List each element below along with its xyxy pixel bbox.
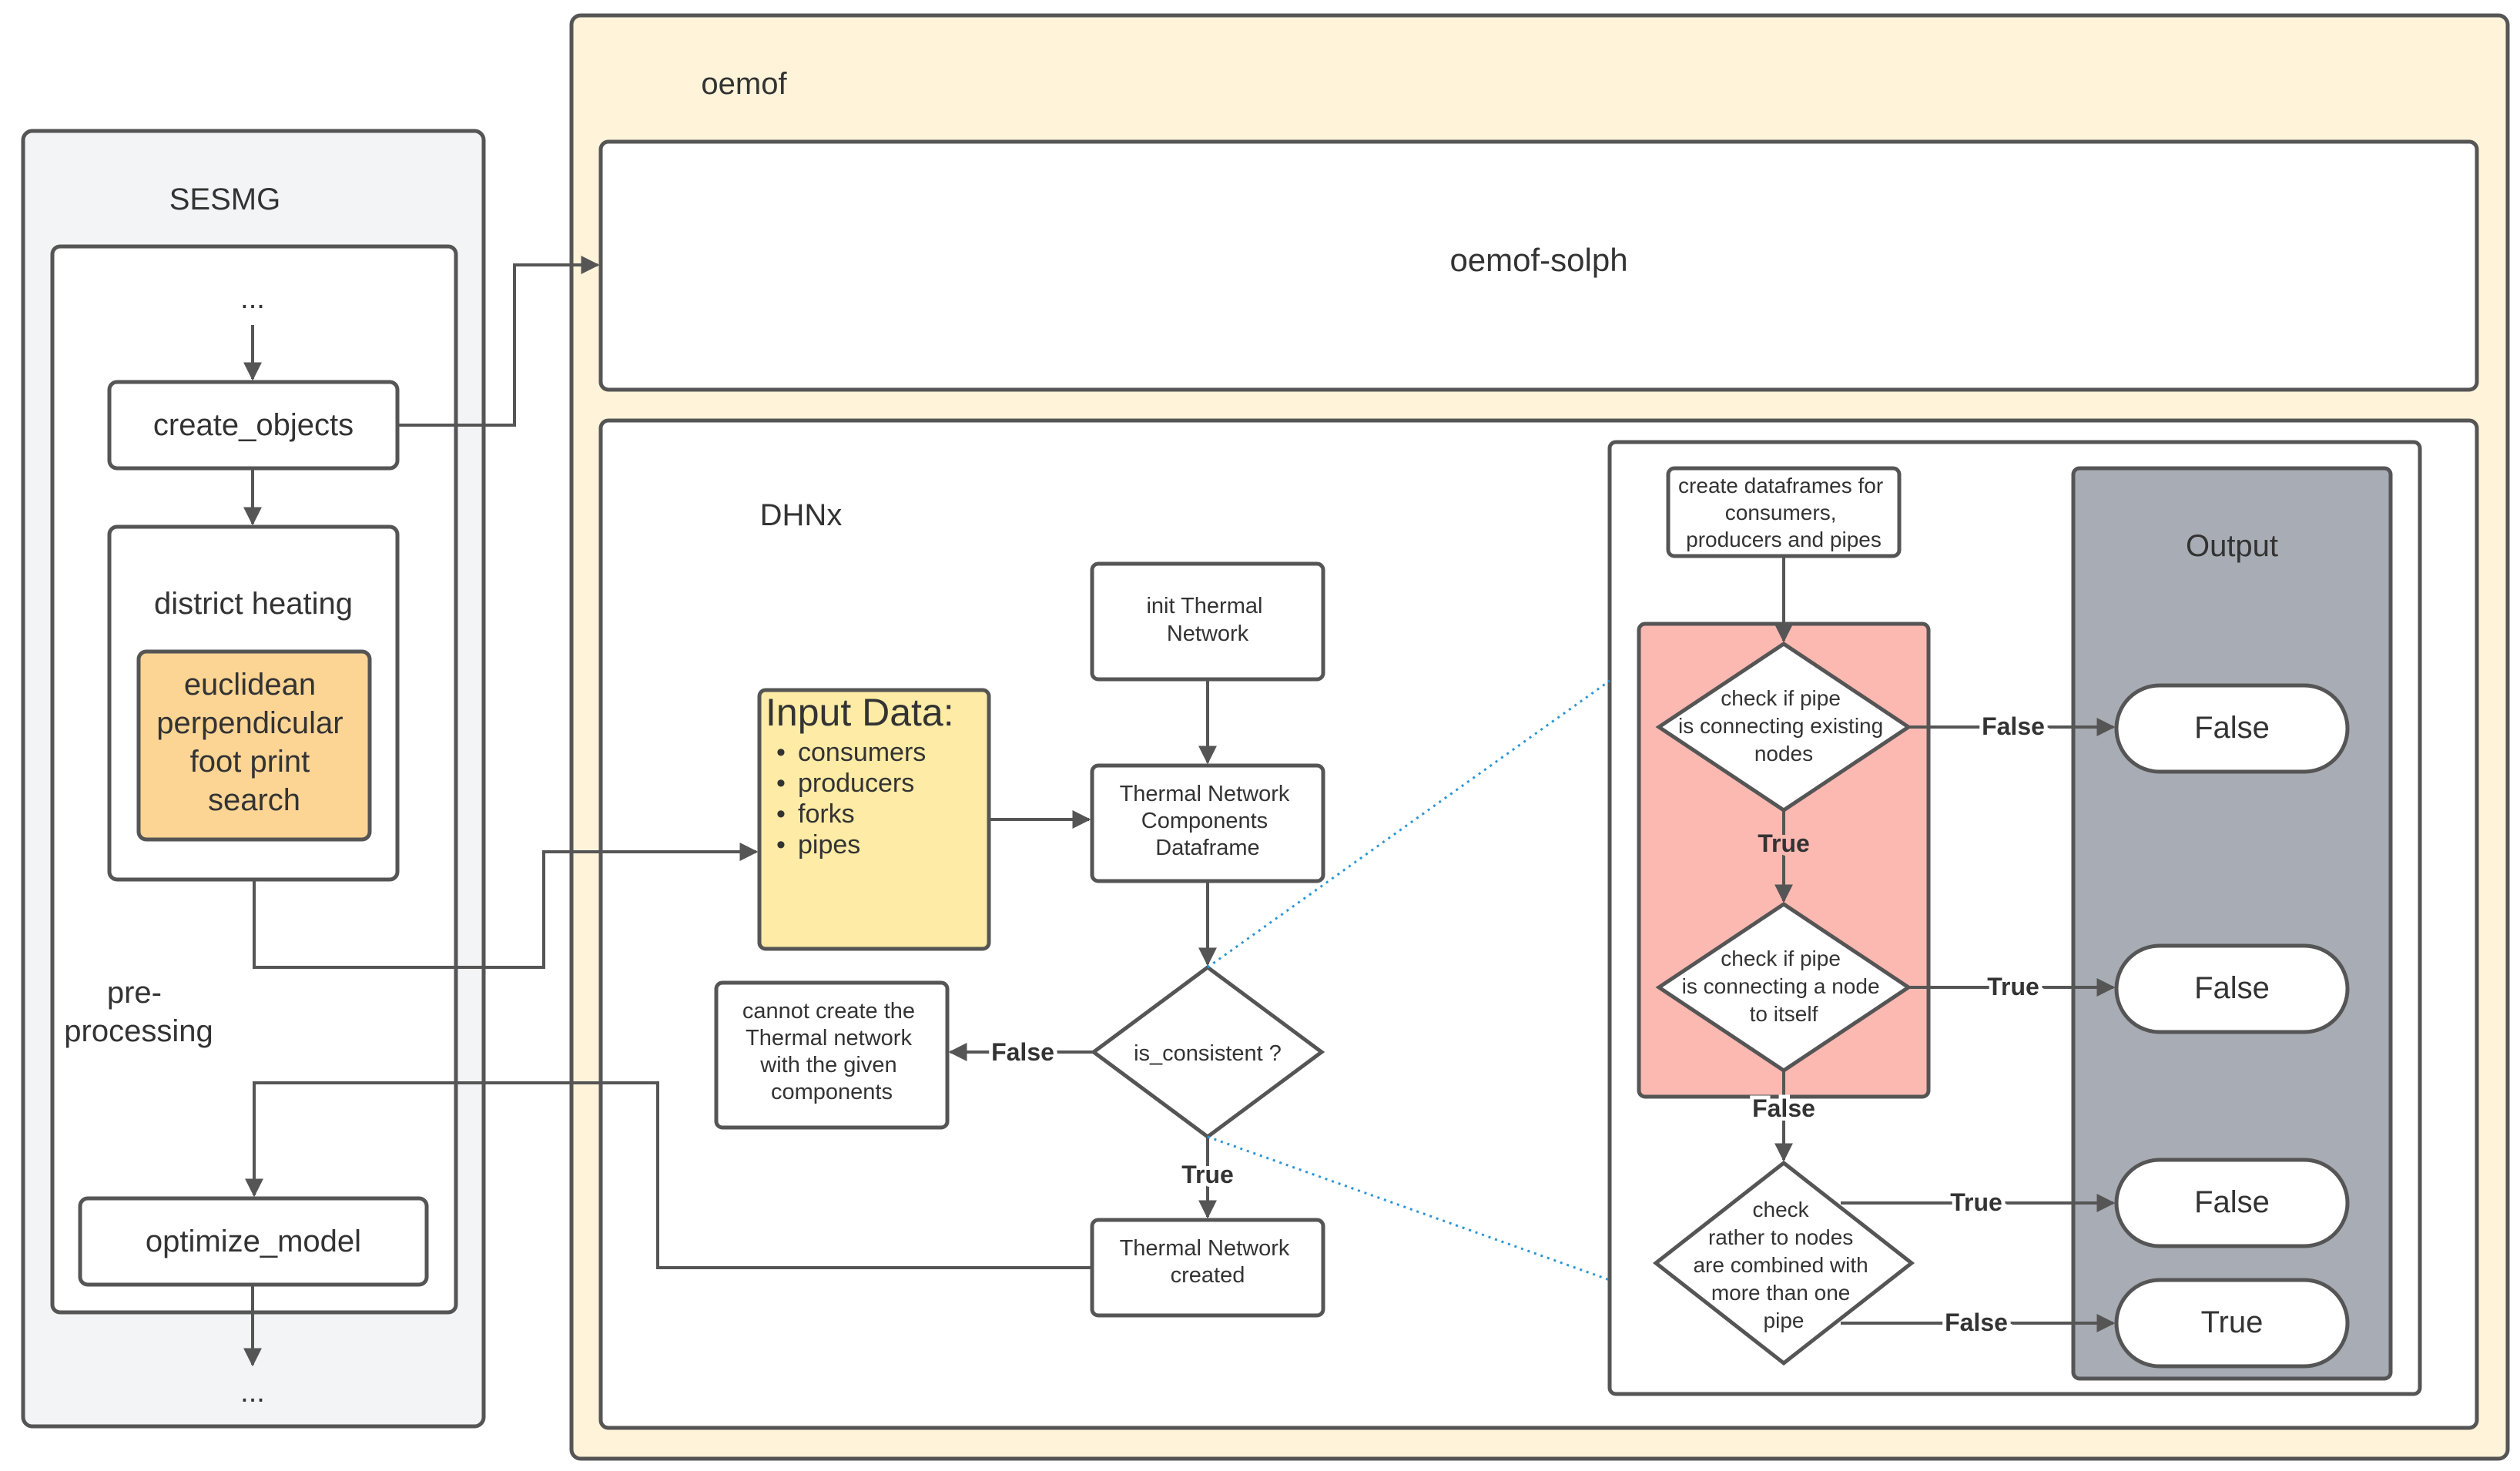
created-line: Thermal Network — [1120, 1236, 1290, 1261]
arrow-created-to-optimize — [245, 1081, 1092, 1269]
arrow-create-to-solph — [397, 256, 600, 427]
district-heating-label: district heating — [154, 587, 353, 621]
check3-label: check rather to nodes are combined with … — [1693, 1198, 1874, 1332]
oemof-solph-label: oemof-solph — [1449, 242, 1627, 278]
init-line: Network — [1167, 622, 1249, 646]
cannot-line: components — [771, 1080, 893, 1104]
preprocessing-line: pre- — [107, 976, 162, 1010]
create-objects-label: create_objects — [153, 408, 354, 442]
output-result-pill[interactable] — [2114, 1158, 2350, 1248]
output-result-label: True — [2201, 1305, 2264, 1339]
check3-line: rather to nodes — [1708, 1225, 1853, 1249]
zoom-line-bottom — [1207, 1135, 1610, 1282]
check1-line: nodes — [1754, 742, 1813, 766]
edge-label-false: False — [1752, 1094, 1815, 1122]
dhnx-title: DHNx — [760, 498, 843, 532]
euclidean-line: foot print — [190, 745, 310, 779]
output-result-pill[interactable] — [2114, 683, 2350, 774]
input-data-title: Input Data: — [766, 691, 954, 734]
create-df-line: consumers, — [1725, 501, 1837, 524]
edge-label-false: False — [1945, 1308, 2008, 1336]
input-bullet: • — [776, 738, 786, 767]
preprocessing-label: pre- processing — [64, 976, 213, 1048]
components-line: Dataframe — [1155, 836, 1259, 860]
output-title: Output — [2186, 529, 2278, 563]
cannot-line: cannot create the — [742, 999, 915, 1024]
edge-label-true: True — [1181, 1161, 1234, 1188]
oemof-title: oemof — [701, 67, 787, 101]
edge-label-false: False — [1982, 712, 2045, 740]
create-dataframes-label: create dataframes for consumers, produce… — [1678, 474, 1889, 551]
created-line: created — [1171, 1263, 1245, 1288]
input-item: consumers — [798, 738, 926, 767]
check3-line: more than one — [1711, 1281, 1851, 1305]
components-dataframe-label: Thermal Network Components Dataframe — [1120, 782, 1296, 860]
input-item: producers — [798, 769, 914, 798]
cannot-line: with the given — [759, 1053, 896, 1077]
arrow-district-to-input — [253, 843, 759, 969]
euclidean-search-box[interactable] — [136, 649, 372, 842]
input-item: pipes — [798, 830, 860, 859]
check1-line: check if pipe — [1721, 686, 1841, 710]
preprocessing-line: processing — [64, 1014, 213, 1048]
check3-line: check — [1753, 1198, 1810, 1221]
create-df-line: producers and pipes — [1686, 528, 1882, 551]
create-df-line: create dataframes for — [1678, 474, 1883, 498]
check-combined-nodes-diamond[interactable] — [1652, 1160, 1915, 1366]
euclidean-line: search — [208, 783, 300, 817]
sesmg-title: SESMG — [169, 183, 280, 216]
input-item: forks — [798, 799, 855, 829]
check3-line: pipe — [1764, 1308, 1805, 1332]
input-bullet: • — [776, 799, 786, 829]
output-result-pill[interactable] — [2114, 943, 2350, 1034]
init-line: init Thermal — [1146, 594, 1262, 618]
check1-label: check if pipe is connecting existing nod… — [1678, 686, 1889, 766]
check2-line: is connecting a node — [1682, 974, 1880, 998]
cannot-create-label: cannot create the Thermal network with t… — [742, 999, 921, 1104]
check2-line: check if pipe — [1721, 947, 1841, 970]
check3-line: are combined with — [1693, 1253, 1868, 1277]
edge-label-false: False — [991, 1038, 1054, 1066]
edge-label-true: True — [1987, 973, 2039, 1000]
check1-line: is connecting existing — [1678, 714, 1883, 738]
edge-label-true: True — [1758, 829, 1810, 857]
euclidean-line: euclidean — [184, 668, 316, 702]
check2-line: to itself — [1750, 1002, 1818, 1026]
oemof-solph-box[interactable] — [598, 139, 2479, 392]
euclidean-line: perpendicular — [156, 706, 343, 740]
output-result-label: False — [2194, 971, 2270, 1005]
edge-label-true: True — [1950, 1188, 2002, 1216]
init-thermal-network-label: init Thermal Network — [1146, 594, 1268, 646]
components-line: Thermal Network — [1120, 782, 1290, 806]
optimize-model-label: optimize_model — [146, 1225, 361, 1258]
created-label: Thermal Network created — [1120, 1236, 1296, 1288]
input-bullet: • — [776, 769, 786, 798]
output-result-label: False — [2194, 1185, 2270, 1219]
euclidean-label: euclidean perpendicular foot print searc… — [156, 668, 352, 817]
check2-label: check if pipe is connecting a node to it… — [1682, 947, 1886, 1026]
top-ellipsis: ... — [240, 283, 265, 315]
is-consistent-label: is_consistent ? — [1134, 1041, 1282, 1066]
output-result-pill[interactable] — [2114, 1278, 2350, 1369]
output-result-label: False — [2194, 711, 2270, 745]
input-bullet: • — [776, 830, 786, 859]
bottom-ellipsis: ... — [240, 1376, 265, 1409]
components-line: Components — [1141, 809, 1268, 833]
cannot-create-box[interactable] — [714, 980, 950, 1130]
cannot-line: Thermal network — [746, 1026, 912, 1050]
